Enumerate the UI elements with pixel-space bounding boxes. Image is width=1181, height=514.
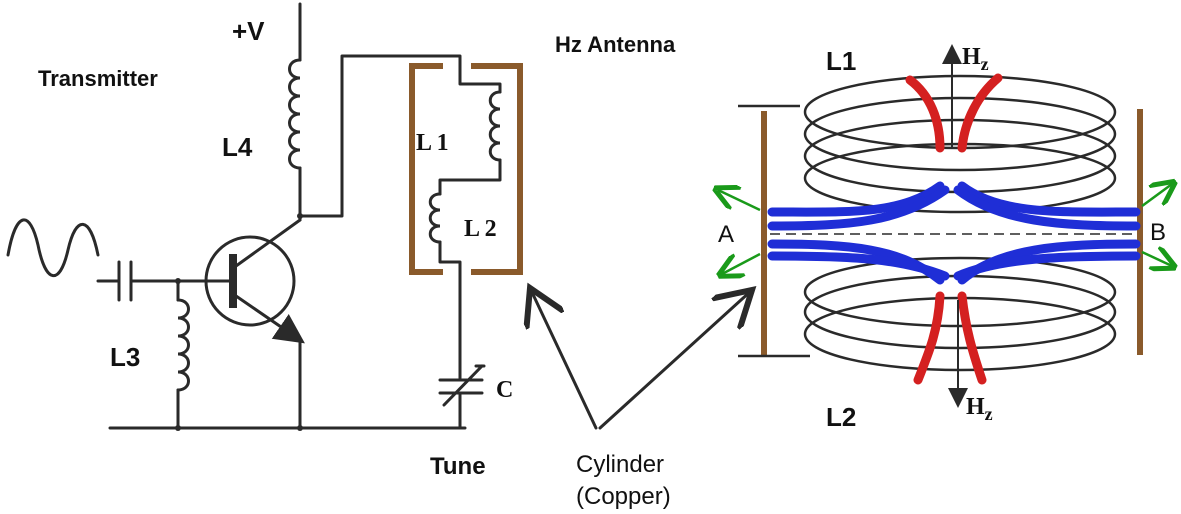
antenna-schematic [409,63,523,430]
l3-label: L3 [110,342,140,372]
l3-coil-icon [176,298,190,392]
copper-cylinder-left [409,63,443,275]
side-a-label: A [718,221,734,248]
tune-label: Tune [430,453,486,480]
side-b-label: B [1150,219,1166,246]
antenna-title: Hz Antenna [555,32,676,57]
green-arrows [718,184,1172,274]
l1-schematic-label: L 1 [416,130,449,156]
l1-coil-label: L1 [826,46,856,76]
hz-top-h: H [962,44,981,70]
hz-bottom-label: Hz [966,394,993,424]
l2-coil-icon [428,192,442,244]
hz-top-label: Hz [962,44,989,74]
supply-label: +V [232,16,265,46]
l4-label: L4 [222,132,253,162]
copper-label: (Copper) [576,483,671,510]
collector-to-antenna-wire [298,54,462,218]
sine-wave-source-icon [6,218,100,278]
coil-illustration [718,44,1172,408]
l2-coil-label: L2 [826,402,856,432]
cylinder-pointer-arrows [530,288,752,430]
copper-cylinder-right [471,63,523,275]
hz-bottom-sub: z [985,404,993,424]
l4-coil-icon [288,58,302,170]
blue-field-lines [767,181,1141,285]
transistor-icon [204,218,305,344]
red-field-lines [905,73,1003,385]
coupling-capacitor-icon [117,260,133,302]
cylinder-label: Cylinder [576,451,664,478]
tuning-capacitor-icon [438,364,486,407]
capacitor-label: C [496,377,513,403]
transmitter-circuit [6,2,467,431]
hz-top-sub: z [981,54,989,74]
hz-bottom-h: H [966,394,985,420]
l2-schematic-label: L 2 [464,216,497,242]
l1-coil-icon [488,90,502,162]
transmitter-label: Transmitter [38,66,158,91]
